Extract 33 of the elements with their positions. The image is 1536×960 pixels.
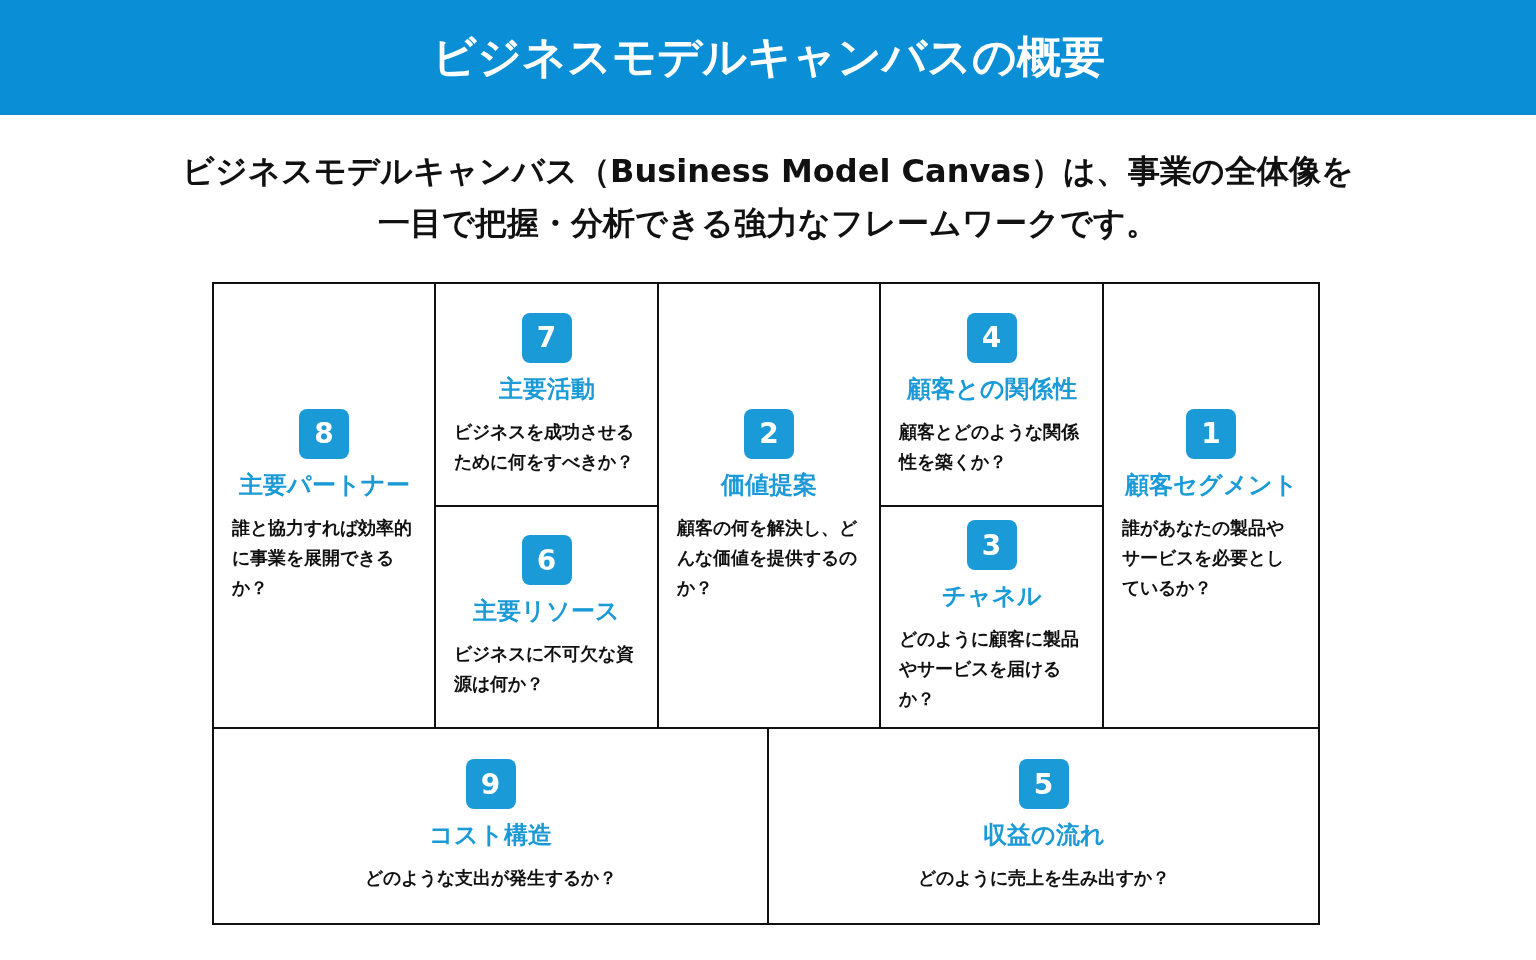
block-description: どのように顧客に製品やサービスを届けるか？ [899,627,1080,711]
block-description: 誰と協力すれば効率的に事業を展開できるか？ [232,515,413,600]
number-badge: 1 [1186,408,1236,459]
canvas-block [1102,282,1320,729]
block-description: ビジネスに不可欠な資源は何か？ [454,642,635,696]
number-badge: 4 [966,312,1017,363]
number-badge: 9 [465,759,516,809]
block-description: 顧客の何を解決し、どんな価値を提供するのか？ [677,515,858,600]
number-badge: 8 [299,408,349,459]
canvas-block [212,727,769,925]
block-description: どのように売上を生み出すか？ [916,866,1171,890]
block-heading: 収益の流れ [982,820,1105,851]
lead-text: ビジネスモデルキャンバス（Business Model Canvas）は、事業の全体像を一目で把握・分析できる強力なフレームワークです。 [181,151,1355,244]
block-description: 誰があなたの製品やサービスを必要としているか？ [1122,515,1285,600]
block-heading: コスト構造 [429,820,552,851]
number-badge: 3 [966,520,1017,570]
block-heading: チャネル [941,581,1042,612]
block-heading: 主要リソース [473,596,620,627]
number-badge: 6 [521,535,572,585]
page-title: ビジネスモデルキャンバスの概要 [431,30,1105,84]
block-heading: 主要活動 [498,373,595,405]
number-badge: 7 [521,312,572,363]
block-heading: 顧客セグメント [1124,469,1298,501]
block-heading: 価値提案 [721,469,817,501]
block-description: どのような支出が発生するか？ [363,866,618,890]
block-heading: 顧客との関係性 [906,373,1077,405]
block-description: ビジネスを成功させるために何をすべきか？ [454,419,635,474]
block-heading: 主要パートナー [238,469,410,501]
number-badge: 2 [744,408,794,459]
block-description: 顧客とどのような関係性を築くか？ [899,419,1080,474]
canvas-block [212,282,436,729]
canvas-block [767,727,1320,925]
number-badge: 5 [1018,759,1069,809]
